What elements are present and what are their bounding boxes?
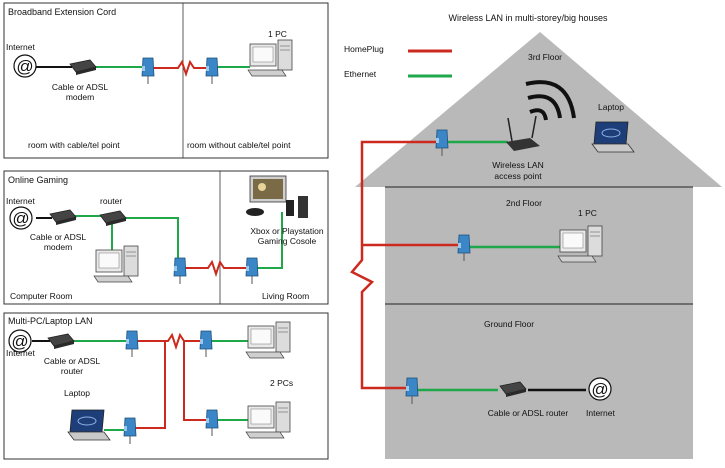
at-icon: @: [13, 54, 37, 78]
house-title: Wireless LAN in multi-storey/big houses: [448, 13, 608, 23]
router-label-2: router: [61, 366, 83, 376]
modem-label-1: Cable or ADSL: [52, 82, 108, 92]
at-icon: @: [8, 329, 32, 353]
svg-text:@: @: [12, 209, 29, 228]
svg-text:@: @: [16, 57, 33, 76]
router-label: router: [100, 196, 122, 206]
legend: HomePlug Ethernet: [344, 44, 452, 79]
homeplug-link: [148, 59, 212, 78]
wlan-label-1: Wireless LAN: [492, 160, 543, 170]
house-laptop-label: Laptop: [598, 102, 624, 112]
floor3-label: 3rd Floor: [528, 52, 562, 62]
modem-label-1: Cable or ADSL: [30, 232, 86, 242]
panel-broadband: Broadband Extension Cord @ Internet Cabl…: [3, 2, 329, 159]
panel-broadband-frame: [3, 2, 329, 159]
room-right-label: Living Room: [262, 291, 309, 301]
pcs-label: 2 PCs: [270, 378, 293, 388]
homeplug-link: [350, 140, 440, 390]
house-pc-label: 1 PC: [578, 208, 597, 218]
internet-label: Internet: [6, 196, 35, 206]
pc-label: 1 PC: [268, 29, 287, 39]
modem-label-2: modem: [44, 242, 72, 252]
floor1-label: Ground Floor: [484, 319, 534, 329]
homeplug-link: [132, 341, 166, 429]
console-icon: [246, 175, 308, 218]
floor2-label: 2nd Floor: [506, 198, 542, 208]
room-right-label: room without cable/tel point: [187, 140, 291, 150]
ethernet-link: [120, 217, 179, 268]
laptop-label: Laptop: [64, 388, 90, 398]
panel-lan: Multi-PC/Laptop LAN @ Internet Cable or …: [3, 312, 329, 460]
svg-text:@: @: [591, 380, 608, 399]
room-left-label: room with cable/tel point: [28, 140, 120, 150]
legend-ethernet-label: Ethernet: [344, 69, 377, 79]
svg-text:@: @: [11, 332, 28, 351]
house-body: [385, 187, 693, 459]
console-label-1: Xbox or Playstation: [250, 226, 324, 236]
room-left-label: Computer Room: [10, 291, 72, 301]
modem-label-2: modem: [66, 92, 94, 102]
house: Wireless LAN in multi-storey/big houses …: [350, 13, 722, 459]
internet-label: Internet: [6, 42, 35, 52]
legend-homeplug-label: HomePlug: [344, 44, 384, 54]
wlan-label-2: access point: [494, 171, 542, 181]
ethernet-link: [254, 212, 283, 269]
house-internet-label: Internet: [586, 408, 615, 418]
router-label-1: Cable or ADSL: [44, 356, 100, 366]
house-router-label: Cable or ADSL router: [488, 408, 569, 418]
at-icon: @: [9, 206, 33, 230]
wifi-waves-icon: [525, 80, 576, 121]
panel-broadband-title: Broadband Extension Cord: [8, 7, 116, 17]
panel-gaming-title: Online Gaming: [8, 175, 68, 185]
wireless-access-point-icon: [506, 115, 540, 151]
internet-label: Internet: [6, 348, 35, 358]
panel-lan-title: Multi-PC/Laptop LAN: [8, 316, 93, 326]
console-label-2: Gaming Cosole: [258, 236, 317, 246]
panel-gaming: Online Gaming @ Internet Cable or ADSL m…: [3, 170, 329, 305]
homeplug-link: [183, 341, 210, 421]
at-icon: @: [588, 377, 612, 401]
homeplug-link: [182, 259, 250, 278]
